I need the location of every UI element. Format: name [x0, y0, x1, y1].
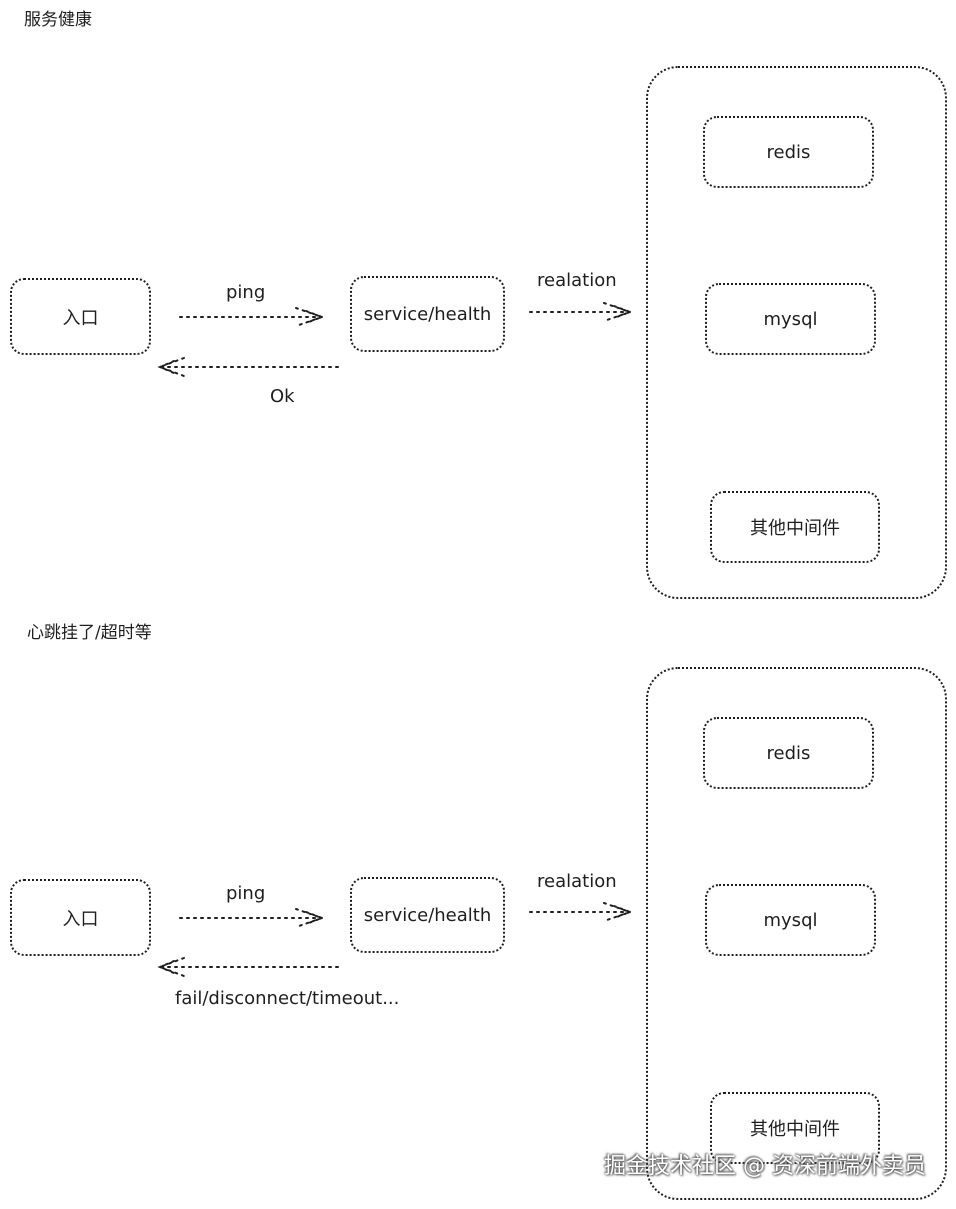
mysql-box: mysql [705, 283, 876, 355]
service-health-box: service/health [350, 276, 505, 352]
reply-arrow [157, 357, 339, 377]
watermark: 掘金技术社区 @ 资深前端外卖员 [604, 1154, 926, 1179]
reply-label: fail/disconnect/timeout... [175, 988, 400, 1009]
entry-box: 入口 [10, 879, 151, 956]
reply-label: Ok [270, 386, 295, 407]
ping-label: ping [226, 883, 266, 904]
ping-arrow [179, 307, 326, 327]
relation-arrow [529, 902, 634, 922]
reply-arrow [157, 957, 339, 977]
dependency-group [646, 66, 947, 599]
service-health-box: service/health [350, 877, 505, 953]
relation-label: realation [537, 871, 617, 892]
dependency-group [646, 667, 947, 1200]
section-title-healthy: 服务健康 [24, 10, 92, 30]
entry-box: 入口 [10, 278, 151, 355]
redis-box: redis [703, 717, 874, 789]
mysql-box: mysql [705, 884, 876, 956]
ping-label: ping [226, 282, 266, 303]
redis-box: redis [703, 116, 874, 188]
relation-label: realation [537, 270, 617, 291]
other-middleware-box: 其他中间件 [710, 491, 880, 563]
ping-arrow [179, 908, 326, 928]
section-title-heartbeat-failed: 心跳挂了/超时等 [27, 623, 152, 643]
other-middleware-box: 其他中间件 [710, 1092, 880, 1164]
relation-arrow [529, 302, 634, 322]
